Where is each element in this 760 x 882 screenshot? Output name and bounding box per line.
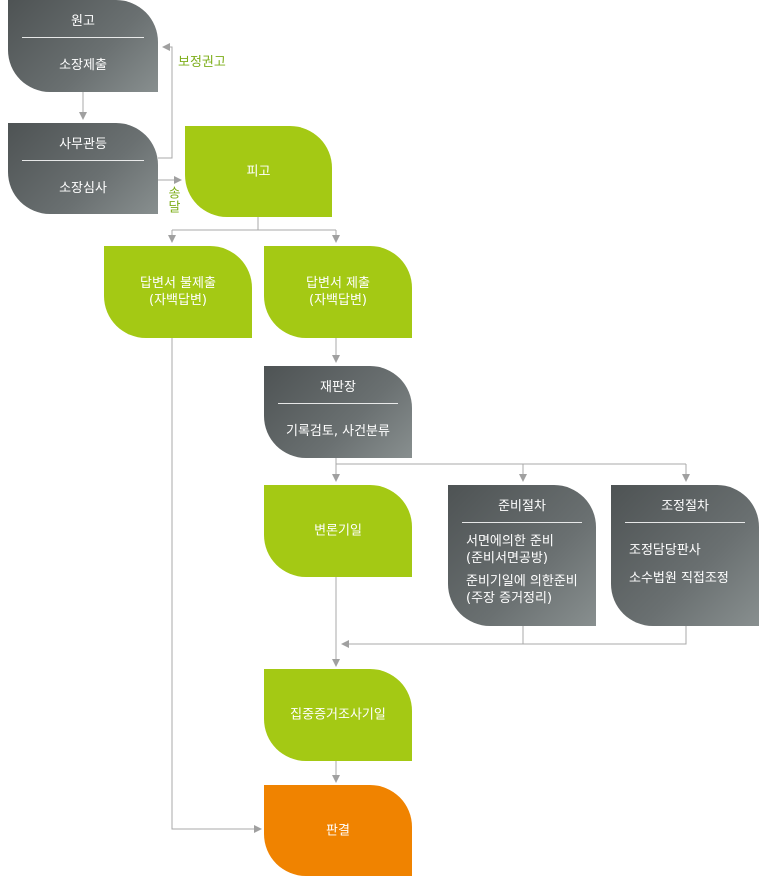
divider	[278, 403, 398, 404]
answer-box: 답변서 제출 (자백답변)	[264, 246, 412, 338]
plaintiff-header: 원고	[71, 14, 95, 29]
divider	[625, 522, 745, 523]
plaintiff-body: 소장제출	[59, 58, 107, 73]
no-answer-box: 답변서 불제출 (자백답변)	[104, 246, 252, 338]
prep-item2-line2: (주장 증거정리)	[466, 591, 553, 606]
judge-header: 재판장	[320, 380, 356, 395]
defendant-box: 피고	[185, 126, 332, 217]
prep-item2-line1: 준비기일에 의한준비	[466, 574, 578, 589]
delivery-label: 송달	[165, 186, 180, 214]
prep-item1-line1: 서면에의한 준비	[466, 534, 554, 549]
evidence-hearing-box: 집중증거조사기일	[264, 669, 412, 761]
hearing-date-box: 변론기일	[264, 485, 412, 577]
prep-procedure-box: 준비절차 서면에의한 준비 (준비서면공방) 준비기일에 의한준비 (주장 증거…	[448, 485, 596, 626]
evidence-hearing-label: 집중증거조사기일	[290, 707, 386, 723]
clerk-header: 사무관등	[59, 137, 107, 152]
clerk-box: 사무관등 소장심사	[8, 123, 158, 214]
clerk-body: 소장심사	[59, 181, 107, 196]
no-answer-line1: 답변서 불제출	[140, 276, 216, 291]
ruling-label: 판결	[326, 823, 350, 838]
mediation-item1: 조정담당판사	[629, 543, 701, 558]
ruling-box: 판결	[264, 785, 412, 876]
hearing-date-label: 변론기일	[314, 523, 362, 539]
plaintiff-box: 원고 소장제출	[8, 0, 158, 92]
prep-header: 준비절차	[498, 499, 546, 514]
no-answer-line2: (자백답변)	[149, 293, 207, 308]
mediation-item2: 소수법원 직접조정	[629, 571, 729, 586]
judge-body: 기록검토, 사건분류	[286, 424, 390, 439]
divider	[22, 37, 144, 38]
defendant-label: 피고	[246, 164, 271, 179]
judge-box: 재판장 기록검토, 사건분류	[264, 366, 412, 458]
divider	[462, 522, 582, 523]
mediation-header: 조정절차	[661, 499, 709, 514]
answer-line2: (자백답변)	[309, 293, 367, 308]
mediation-procedure-box: 조정절차 조정담당판사 소수법원 직접조정	[611, 485, 759, 626]
correction-label: 보정권고	[178, 55, 226, 70]
answer-line1: 답변서 제출	[306, 276, 370, 291]
prep-item1-line2: (준비서면공방)	[466, 551, 548, 566]
divider	[22, 160, 144, 161]
